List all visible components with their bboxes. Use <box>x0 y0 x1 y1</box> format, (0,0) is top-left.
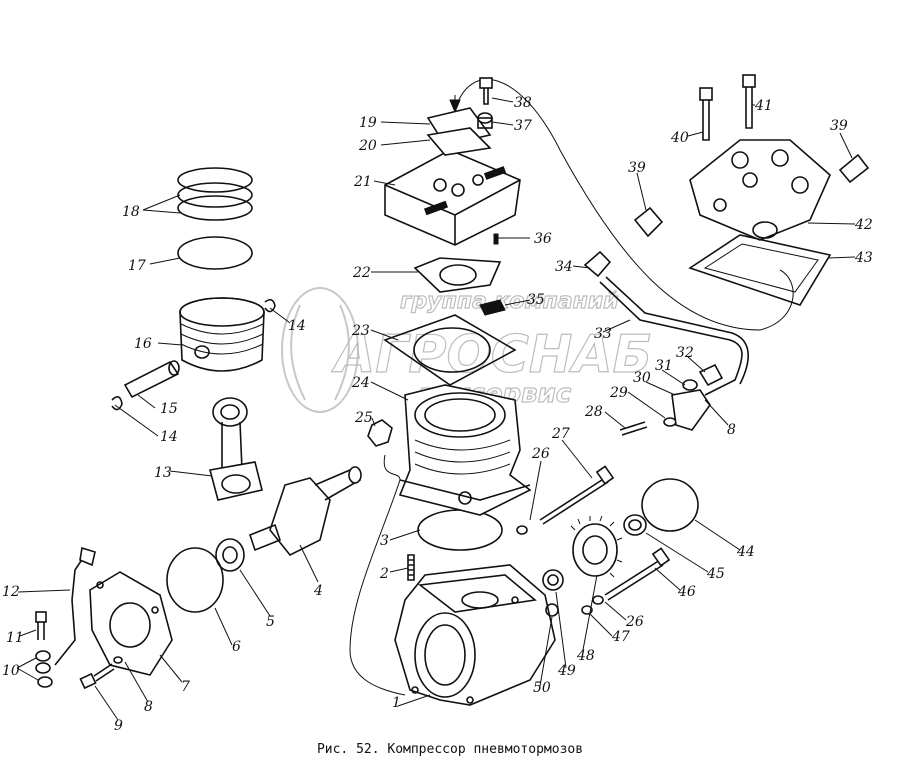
part-fittings <box>633 153 870 238</box>
callout-42: 42 <box>854 217 873 233</box>
part-piston-pin <box>111 298 276 411</box>
part-bearing <box>215 538 245 572</box>
part-head-bolts <box>699 74 756 141</box>
part-piston <box>179 297 265 372</box>
part-oring-cover <box>166 547 224 613</box>
callout-11: 11 <box>6 630 24 646</box>
callout-13: 13 <box>154 465 172 481</box>
callout-19: 19 <box>359 115 377 131</box>
callout-17: 17 <box>128 258 146 274</box>
callout-46: 46 <box>677 584 696 600</box>
part-washer-small <box>581 605 593 615</box>
callout-labels: 1 2 3 4 5 6 7 8 8 9 10 11 12 13 14 14 15… <box>2 95 873 734</box>
callout-15: 15 <box>160 401 178 417</box>
callout-4: 4 <box>313 583 323 599</box>
callout-29: 29 <box>609 385 628 401</box>
part-air-pipe <box>583 250 749 396</box>
part-valve-limiter <box>426 107 492 156</box>
part-gear-bolt <box>604 559 664 601</box>
callout-39-right: 39 <box>830 118 848 134</box>
callout-26-bottom: 26 <box>625 614 644 630</box>
callout-14-left: 14 <box>160 429 178 445</box>
callout-1: 1 <box>392 695 401 711</box>
part-end-cover <box>89 571 173 676</box>
callout-41: 41 <box>754 98 773 114</box>
callout-16: 16 <box>134 336 152 352</box>
callout-23: 23 <box>351 323 370 339</box>
part-pipe-nut <box>367 419 393 447</box>
callout-27: 27 <box>551 426 570 442</box>
callout-5: 5 <box>266 614 275 630</box>
part-oring-large <box>641 478 699 532</box>
callout-8-left: 8 <box>144 699 153 715</box>
part-valve-plate <box>384 149 521 246</box>
watermark-line1: группа компаний <box>400 289 619 314</box>
part-nut <box>623 514 647 536</box>
callout-2: 2 <box>379 566 389 582</box>
part-spring-plate <box>479 299 506 316</box>
leader-lines <box>16 97 856 721</box>
part-oil-pipe <box>35 546 96 688</box>
callout-43: 43 <box>854 250 873 266</box>
callout-31: 31 <box>655 358 673 374</box>
callout-14-right: 14 <box>288 318 306 334</box>
part-crankcase <box>394 564 556 706</box>
callout-28: 28 <box>584 404 603 420</box>
callout-6: 6 <box>232 639 241 655</box>
callout-48: 48 <box>576 648 595 664</box>
callout-21: 21 <box>353 174 372 190</box>
part-valve-gasket <box>413 257 502 293</box>
part-drive-gear <box>570 515 623 578</box>
part-flange-set <box>619 363 724 436</box>
callout-34: 34 <box>555 259 573 275</box>
callout-47: 47 <box>611 629 630 645</box>
part-cylinder-block <box>398 384 532 516</box>
part-cylinder-gasket <box>383 314 517 386</box>
callout-12: 12 <box>2 584 20 600</box>
callout-49: 49 <box>557 663 576 679</box>
part-pin <box>493 233 499 245</box>
callout-33: 33 <box>594 326 612 342</box>
callout-9: 9 <box>114 718 123 734</box>
callout-50: 50 <box>533 680 551 696</box>
callout-20: 20 <box>358 138 377 154</box>
callout-35: 35 <box>527 292 545 308</box>
part-stud <box>407 554 415 581</box>
part-bushing <box>542 569 564 591</box>
part-crankshaft <box>249 466 362 557</box>
callout-22: 22 <box>352 265 371 281</box>
callout-30: 30 <box>633 370 651 386</box>
part-connecting-rod <box>209 397 263 501</box>
callout-37: 37 <box>514 118 532 134</box>
assembly-lines <box>349 79 794 696</box>
callout-40: 40 <box>670 130 689 146</box>
part-long-bolt <box>539 477 609 525</box>
callout-26-top: 26 <box>531 446 550 462</box>
callout-44: 44 <box>736 544 755 560</box>
callout-24: 24 <box>351 375 370 391</box>
callout-25: 25 <box>354 410 373 426</box>
part-cylinder-oring <box>417 509 503 551</box>
callout-3: 3 <box>380 533 389 549</box>
callout-32: 32 <box>676 345 694 361</box>
callout-36: 36 <box>534 231 552 247</box>
part-cylinder-head <box>689 139 831 241</box>
callout-7: 7 <box>181 679 190 695</box>
callout-10: 10 <box>2 663 20 679</box>
part-head-gasket <box>688 234 832 306</box>
part-cover-bolt <box>79 656 123 690</box>
part-head-bolt <box>477 77 493 129</box>
figure-caption: Рис. 52. Компрессор пневмотормозов <box>316 742 584 757</box>
callout-8-right: 8 <box>727 422 736 438</box>
callout-38: 38 <box>514 95 532 111</box>
part-washer <box>516 525 528 535</box>
part-piston-rings <box>177 167 253 270</box>
callout-45: 45 <box>706 566 725 582</box>
callout-39-left: 39 <box>628 160 646 176</box>
callout-18: 18 <box>122 204 140 220</box>
